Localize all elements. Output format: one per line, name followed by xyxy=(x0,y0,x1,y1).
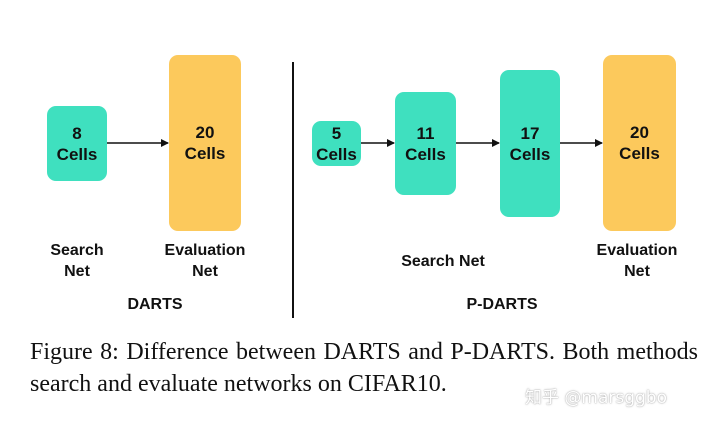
pdarts-stage2-cell-box: 11 Cells xyxy=(395,92,456,195)
panel-divider xyxy=(292,62,294,318)
darts-title: DARTS xyxy=(127,296,183,313)
darts-search-cell-box: 8 Cells xyxy=(47,106,107,181)
darts-search-net-label: Search Net xyxy=(50,242,104,280)
pdarts-stage1-unit: Cells xyxy=(316,144,357,164)
pdarts-stage3-unit: Cells xyxy=(509,144,551,164)
pdarts-stage1-cell-box: 5 Cells xyxy=(312,121,361,166)
pdarts-stage3-count: 17 xyxy=(520,123,540,143)
pdarts-eval-count: 20 xyxy=(630,123,649,142)
figure-caption: Figure 8: Difference between DARTS and P… xyxy=(30,339,698,397)
pdarts-search-net-label: Search Net xyxy=(401,253,485,270)
darts-search-cell-unit: Cells xyxy=(56,144,98,164)
darts-eval-cell-box: 20 Cells xyxy=(169,55,241,231)
pdarts-title: P-DARTS xyxy=(466,296,538,313)
pdarts-stage3-cell-box: 17 Cells xyxy=(500,70,560,217)
pdarts-stage2-count: 11 xyxy=(416,123,435,143)
pdarts-eval-unit: Cells xyxy=(619,144,660,163)
darts-eval-net-label: Evaluation Net xyxy=(164,242,246,280)
darts-search-cell-count: 8 xyxy=(72,123,82,143)
pdarts-stage2-unit: Cells xyxy=(405,144,446,164)
darts-eval-cell-unit: Cells xyxy=(184,144,226,163)
pdarts-stage1-count: 5 xyxy=(331,123,342,143)
watermark: 知乎 @marsggbo xyxy=(525,388,668,408)
darts-eval-cell-count: 20 xyxy=(195,123,215,142)
pdarts-eval-net-label: Evaluation Net xyxy=(596,242,678,280)
pdarts-eval-cell-box: 20 Cells xyxy=(603,55,676,231)
